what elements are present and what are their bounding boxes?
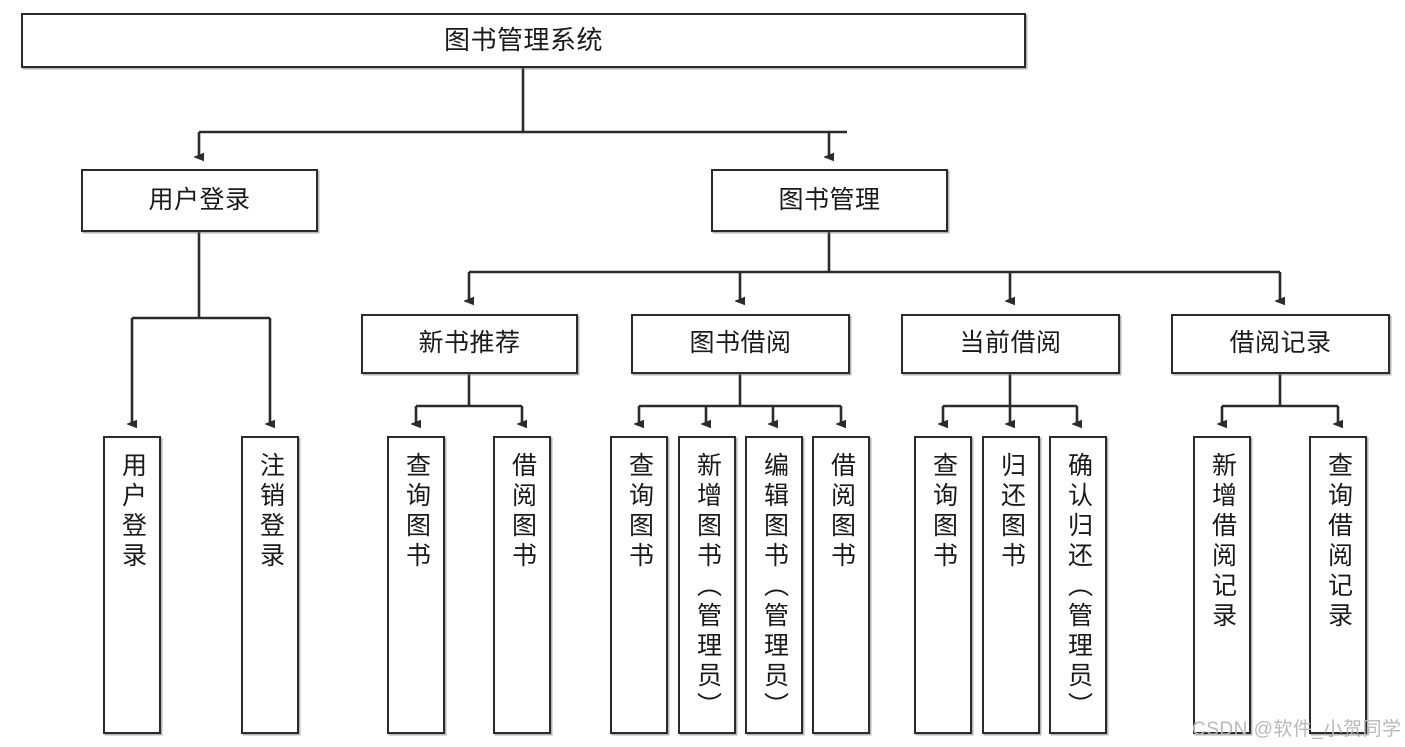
node-book-management[interactable]: 图书管理: [711, 169, 948, 232]
node-label: 借阅记录: [1229, 329, 1332, 358]
leaf-query-books-recommend[interactable]: 查询图书: [387, 436, 445, 734]
leaf-label: 查询借阅记录: [1324, 452, 1353, 632]
leaf-label: 新增图书（管理员）: [693, 452, 722, 722]
leaf-label: 新增借阅记录: [1208, 452, 1237, 632]
leaf-label: 查询图书: [625, 452, 654, 572]
leaf-label: 用户登录: [118, 452, 147, 572]
node-new-book-recommendation[interactable]: 新书推荐: [361, 314, 578, 374]
leaf-query-books-borrowing[interactable]: 查询图书: [610, 436, 668, 734]
leaf-confirm-return-admin[interactable]: 确认归还（管理员）: [1049, 436, 1107, 734]
leaf-label: 注销登录: [256, 452, 285, 572]
leaf-label: 查询图书: [929, 452, 958, 572]
leaf-label: 编辑图书（管理员）: [760, 452, 789, 722]
node-root-book-management-system[interactable]: 图书管理系统: [21, 13, 1026, 68]
leaf-label: 归还图书: [997, 452, 1026, 572]
leaf-logout[interactable]: 注销登录: [241, 436, 299, 734]
node-current-borrowing[interactable]: 当前借阅: [901, 314, 1120, 374]
leaf-label: 查询图书: [402, 452, 431, 572]
leaf-label: 确认归还（管理员）: [1064, 452, 1093, 722]
leaf-add-book-admin[interactable]: 新增图书（管理员）: [678, 436, 736, 734]
leaf-label: 借阅图书: [508, 452, 537, 572]
node-label: 当前借阅: [959, 329, 1062, 358]
leaf-query-borrow-record[interactable]: 查询借阅记录: [1309, 436, 1367, 734]
node-book-borrowing[interactable]: 图书借阅: [631, 314, 850, 374]
leaf-user-login[interactable]: 用户登录: [103, 436, 161, 734]
leaf-borrow-books-borrowing[interactable]: 借阅图书: [812, 436, 870, 734]
leaf-return-books[interactable]: 归还图书: [982, 436, 1040, 734]
leaf-edit-book-admin[interactable]: 编辑图书（管理员）: [745, 436, 803, 734]
leaf-label: 借阅图书: [827, 452, 856, 572]
node-user-login[interactable]: 用户登录: [81, 169, 318, 232]
node-label: 新书推荐: [418, 329, 521, 358]
node-label: 图书管理系统: [443, 25, 603, 56]
node-label: 图书借阅: [689, 329, 792, 358]
node-label: 用户登录: [148, 185, 251, 214]
node-borrowing-records[interactable]: 借阅记录: [1171, 314, 1390, 374]
leaf-borrow-books-recommend[interactable]: 借阅图书: [493, 436, 551, 734]
leaf-query-books-current[interactable]: 查询图书: [914, 436, 972, 734]
node-label: 图书管理: [778, 185, 881, 214]
leaf-add-borrow-record[interactable]: 新增借阅记录: [1193, 436, 1251, 734]
watermark-text: CSDN @软件_小贺同学: [1192, 719, 1402, 740]
